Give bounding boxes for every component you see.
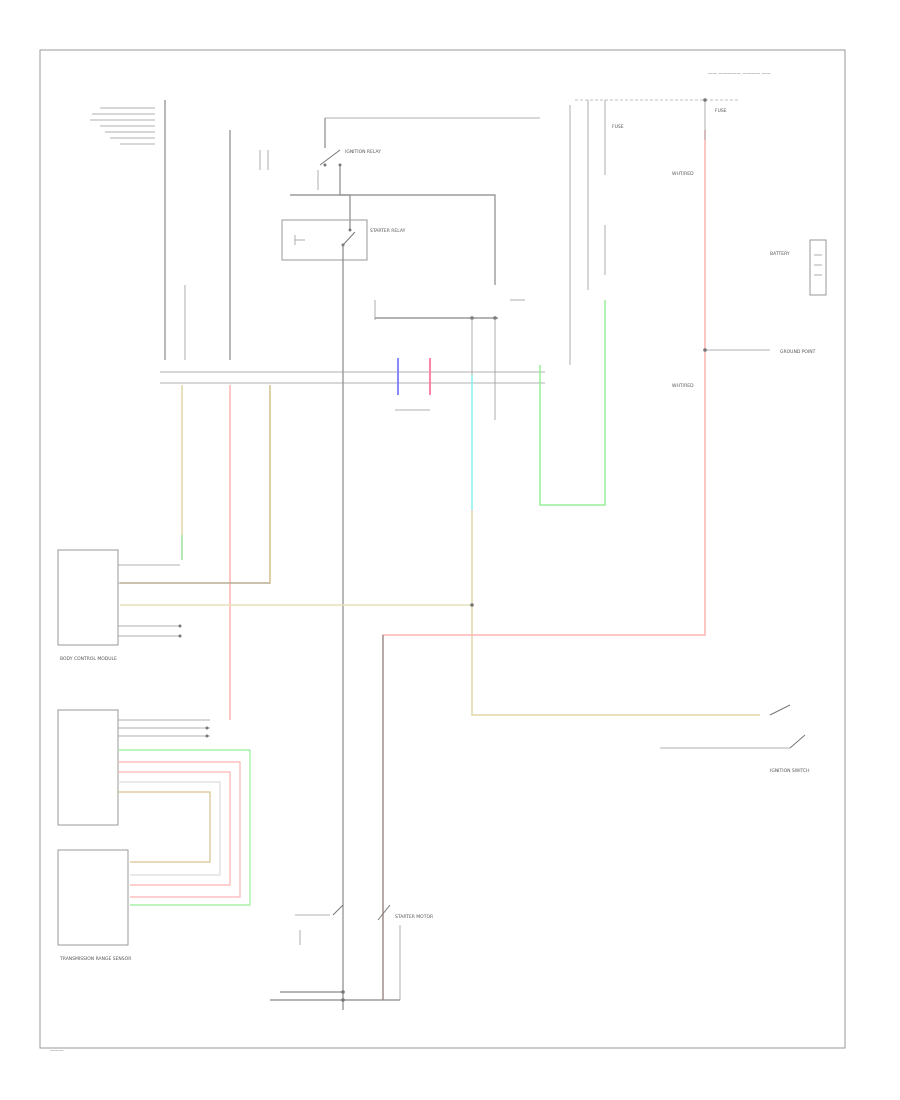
- svg-text:IGNITION SWITCH: IGNITION SWITCH: [770, 768, 810, 774]
- battery: BATTERY: [770, 239, 827, 296]
- svg-text:STARTER RELAY: STARTER RELAY: [370, 228, 406, 234]
- svg-text:IGNITION RELAY: IGNITION RELAY: [345, 149, 381, 155]
- svg-text:BATTERY: BATTERY: [770, 251, 790, 257]
- svg-text:GROUND POINT: GROUND POINT: [780, 349, 816, 355]
- wire-red-right: [382, 130, 706, 1000]
- corner-mark: ———: [50, 1049, 64, 1054]
- ignition-switch: IGNITION SWITCH: [660, 704, 810, 774]
- ignition-relay: IGNITION RELAY: [290, 117, 540, 285]
- transmission-module: TRANSMISSION RANGE SENSOR: [57, 709, 251, 962]
- wire-yellow-long: [471, 510, 760, 716]
- top-right-fuses: FUSE FUSE: [569, 98, 740, 365]
- starter-relay: STARTER RELAY: [281, 219, 406, 261]
- starter-motor: STARTER MOTOR: [270, 904, 433, 1002]
- wire-tan: [120, 385, 271, 584]
- svg-text:BODY CONTROL MODULE: BODY CONTROL MODULE: [60, 656, 117, 662]
- right-junction: GROUND POINT WHT/RED WHT/RED: [672, 171, 816, 389]
- body-control-module: BODY CONTROL MODULE: [57, 549, 270, 662]
- mid-bus: [374, 299, 525, 420]
- top-left-labels: [90, 107, 155, 145]
- svg-text:FUSE: FUSE: [715, 108, 727, 114]
- svg-text:TRANSMISSION RANGE SENSOR: TRANSMISSION RANGE SENSOR: [59, 956, 131, 962]
- header-note: —— ————— ———— ——: [708, 72, 771, 77]
- connector-row: [160, 371, 545, 384]
- svg-text:STARTER MOTOR: STARTER MOTOR: [395, 914, 433, 920]
- diagram-border: [39, 49, 846, 1049]
- svg-text:WHT/RED: WHT/RED: [672, 171, 694, 177]
- svg-text:WHT/RED: WHT/RED: [672, 383, 694, 389]
- svg-text:FUSE: FUSE: [612, 124, 624, 130]
- wire-green-right: [539, 300, 606, 506]
